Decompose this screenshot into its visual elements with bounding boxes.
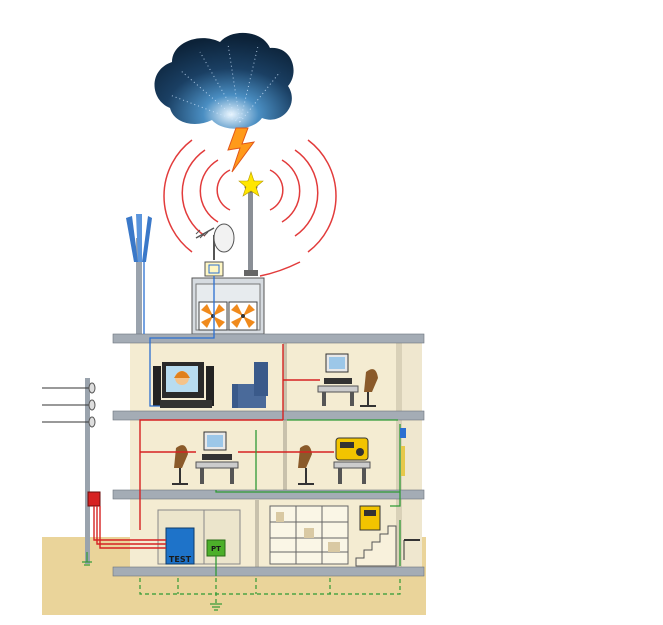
lightning-rod [238, 171, 264, 276]
ground-symbol [82, 552, 92, 566]
entrance-door [403, 539, 420, 560]
staircase [355, 525, 397, 567]
office-chair [172, 445, 188, 485]
armchair [232, 362, 268, 408]
rooftop-fan-unit [191, 277, 265, 335]
computer-desk [195, 431, 239, 484]
utility-pole [42, 378, 96, 564]
cell-antenna [126, 214, 152, 336]
office-chair [360, 369, 378, 407]
ground-wiring [215, 419, 401, 576]
wall-phone [359, 505, 381, 531]
television [153, 362, 214, 408]
ground-symbol [210, 603, 222, 611]
fan-icon [228, 301, 258, 331]
wall-sensor [400, 428, 406, 476]
shelving-unit [269, 505, 349, 565]
fan-icon [198, 301, 228, 331]
meter-box [87, 491, 101, 507]
em-field-rings [163, 139, 337, 277]
computer-desk [317, 353, 359, 406]
storm-cloud [154, 32, 294, 129]
ground-grid [139, 578, 401, 604]
test-panel: TEST [165, 527, 195, 565]
test-panel-label: TEST [169, 555, 192, 564]
satellite-dish [195, 223, 235, 277]
power-wiring [93, 344, 334, 549]
protector-box-label: PT [211, 545, 221, 553]
protector-box: PT [206, 539, 226, 557]
signal-wiring [143, 262, 215, 407]
lightning-bolt [227, 127, 256, 173]
office-chair [298, 445, 314, 485]
fax-machine [333, 437, 371, 484]
